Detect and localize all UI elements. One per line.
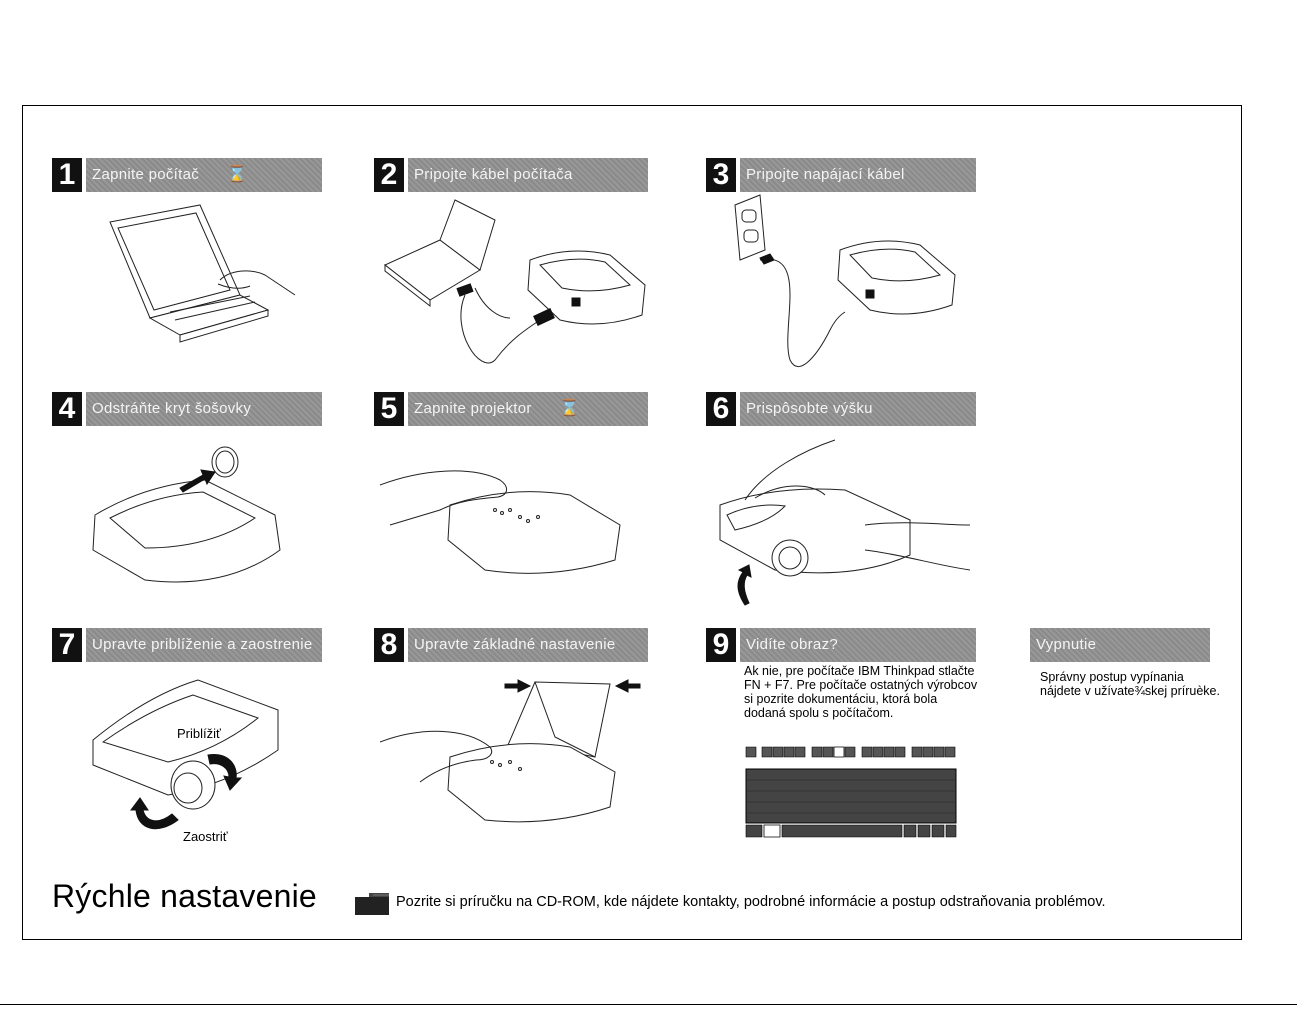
step-9-bar: Vidíte obraz? (740, 628, 976, 662)
step-6-number: 6 (706, 392, 736, 426)
power-on-projector-illustration (380, 455, 640, 585)
step-6-label: Prispôsobte výšku (746, 400, 873, 417)
zoom-label: Priblížiť (177, 726, 221, 741)
step-8-header: 8 Upravte základné nastavenie (374, 628, 648, 662)
step-4-label: Odstráňte kryt šošovky (92, 400, 252, 417)
step-9-header: 9 Vidíte obraz? (706, 628, 976, 662)
step-6-header: 6 Prispôsobte výšku (706, 392, 976, 426)
step-2-label: Pripojte kábel počítača (414, 166, 573, 183)
step-3-header: 3 Pripojte napájací kábel (706, 158, 976, 192)
step-9-note: Ak nie, pre počítače IBM Thinkpad stlačt… (744, 664, 978, 720)
laptop-illustration (100, 200, 300, 360)
adjust-height-illustration (715, 440, 975, 610)
step-3-bar: Pripojte napájací kábel (740, 158, 976, 192)
shutdown-header: Vypnutie (1030, 628, 1210, 662)
bottom-rule (0, 1004, 1297, 1005)
step-2-header: 2 Pripojte kábel počítača (374, 158, 648, 192)
step-1-header: 1 Zapnite počítač ⌛ (52, 158, 322, 192)
step-9-number: 9 (706, 628, 736, 662)
power-socket-projector-illustration (720, 190, 970, 380)
step-4-bar: Odstráňte kryt šošovky (86, 392, 322, 426)
lens-cap-illustration (85, 440, 325, 600)
step-8-bar: Upravte základné nastavenie (408, 628, 648, 662)
step-7-label: Upravte priblíženie a zaostrenie (92, 636, 313, 653)
base-settings-illustration (380, 672, 650, 842)
shutdown-note: Správny postup vypínania nájdete v užíva… (1040, 670, 1220, 698)
step-5-header: 5 Zapnite projektor ⌛ (374, 392, 648, 426)
step-4-header: 4 Odstráňte kryt šošovky (52, 392, 322, 426)
hourglass-icon: ⌛ (559, 400, 580, 418)
step-5-label: Zapnite projektor (414, 400, 532, 417)
step-6-bar: Prispôsobte výšku (740, 392, 976, 426)
step-7-bar: Upravte priblíženie a zaostrenie (86, 628, 322, 662)
step-4-number: 4 (52, 392, 82, 426)
laptop-cable-projector-illustration (380, 200, 650, 380)
step-5-number: 5 (374, 392, 404, 426)
step-7-header: 7 Upravte priblíženie a zaostrenie (52, 628, 322, 662)
shutdown-bar: Vypnutie (1030, 628, 1210, 662)
cd-manual-icon (355, 893, 389, 915)
step-9-label: Vidíte obraz? (746, 636, 839, 653)
step-2-number: 2 (374, 158, 404, 192)
step-3-label: Pripojte napájací kábel (746, 166, 905, 183)
instruction-frame (22, 105, 1242, 940)
step-1-number: 1 (52, 158, 82, 192)
step-2-bar: Pripojte kábel počítača (408, 158, 648, 192)
hourglass-icon: ⌛ (227, 166, 248, 184)
step-7-number: 7 (52, 628, 82, 662)
step-8-label: Upravte základné nastavenie (414, 636, 616, 653)
keyboard-icon (746, 747, 958, 839)
focus-label: Zaostriť (183, 829, 228, 844)
step-8-number: 8 (374, 628, 404, 662)
footer-text: Pozrite si príručku na CD-ROM, kde nájde… (396, 894, 1106, 910)
step-5-bar: Zapnite projektor ⌛ (408, 392, 648, 426)
page-title: Rýchle nastavenie (52, 878, 317, 914)
step-1-bar: Zapnite počítač ⌛ (86, 158, 322, 192)
step-3-number: 3 (706, 158, 736, 192)
shutdown-label: Vypnutie (1036, 636, 1097, 653)
step-1-label: Zapnite počítač (92, 166, 200, 183)
zoom-focus-illustration (88, 670, 288, 845)
